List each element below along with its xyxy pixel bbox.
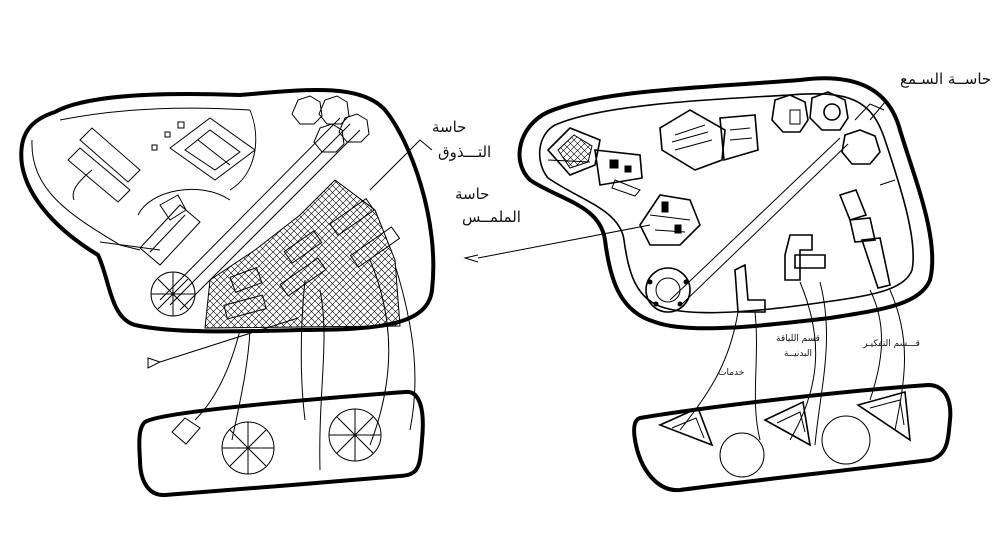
label-hearing: حاســة السـمع (900, 70, 992, 88)
label-taste-2: التـــذوق (438, 143, 492, 161)
label-touch-1: حاسة (455, 185, 490, 203)
right-site-plan (463, 76, 953, 493)
label-services: خدمات (718, 368, 745, 378)
label-thinking: قـــسم التفكيـر (863, 339, 920, 349)
label-fitness-1: قسم اللياقة (776, 334, 820, 344)
right-bottom-strip (632, 382, 953, 493)
label-touch-2: الملمــس (462, 208, 521, 226)
left-bottom-strip (137, 389, 425, 497)
left-main-boundary (19, 87, 436, 334)
label-taste-1: حاسة (432, 118, 467, 136)
left-site-plan (19, 87, 436, 497)
hatched-garden (204, 179, 401, 329)
right-main-boundary (517, 76, 935, 331)
label-fitness-2: البدنيــة (784, 349, 813, 359)
